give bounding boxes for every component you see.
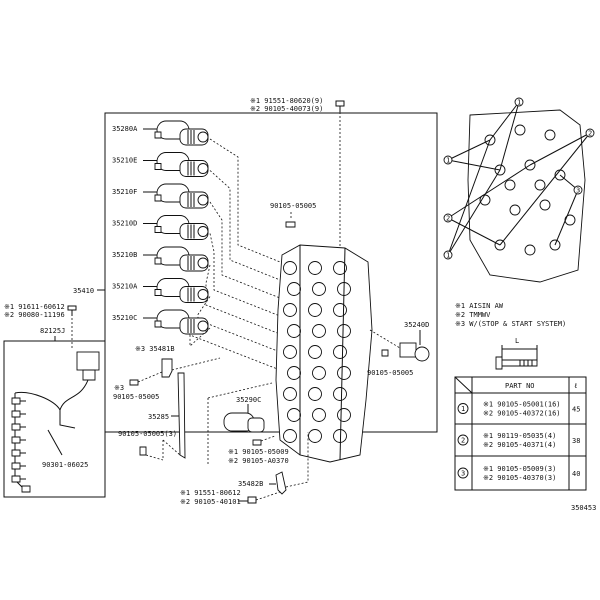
solenoid-35210D[interactable]: [154, 215, 209, 240]
row-ref: 2: [461, 437, 465, 445]
callout-1: [443, 250, 453, 260]
callout-number: 1: [446, 252, 450, 260]
legend-aisin: ※1 AISIN AW: [455, 302, 504, 310]
sensor-bolt[interactable]: [381, 349, 389, 357]
detent-bolt-part-1: ※1 91551-80612: [180, 489, 241, 497]
row-ref: 1: [461, 405, 465, 413]
bolt-dimension-diagram: L: [495, 337, 538, 370]
solenoid-35210C[interactable]: [154, 309, 209, 335]
table-row: 2 ※1 90119-05035(4)※2 90105-40371(4) 38: [457, 432, 580, 449]
row-part-2: ※2 90105-40372(16): [483, 410, 561, 418]
upper-bolt-label: 90105-05005: [270, 202, 316, 210]
callout-number: 2: [588, 130, 592, 138]
row-part-1: ※1 90105-05009(3): [483, 465, 556, 473]
bolt-table: PART NO ℓ 1※1 90105-05001(16)※2 90105-40…: [454, 376, 587, 491]
solenoid-label: 35210F: [112, 188, 137, 196]
harness-frame: [3, 340, 106, 498]
detent-spring-label: 35482B: [238, 480, 263, 488]
sensor-label: 35240D: [404, 321, 429, 329]
lower-solenoid-bolt-part-2: ※2 90105-A0370: [228, 457, 289, 465]
lower-solenoid-bolt-part-1: ※1 90105-05009: [228, 448, 289, 456]
bracket-bolt[interactable]: [129, 379, 139, 386]
top-bolt[interactable]: ※1 91551-80620(9) ※2 90105-40073(9): [250, 97, 345, 255]
table-header-part-no: PART NO: [505, 382, 535, 390]
solenoid-label: 35210B: [112, 251, 137, 259]
callout-number: 1: [446, 157, 450, 165]
legend-stop-start: ※3 W/(STOP & START SYSTEM): [455, 320, 566, 328]
bracket-bolt-part-2: 90105-05005: [113, 393, 159, 401]
solenoid-35210F[interactable]: [154, 183, 209, 209]
plate-bolt[interactable]: [139, 446, 147, 456]
callout-number: 3: [576, 187, 580, 195]
detent-spring[interactable]: [275, 471, 287, 495]
valve-body-label: 35410: [73, 287, 94, 295]
row-length: 40: [572, 470, 580, 478]
harness-bolt-part-1: ※1 91611-60612: [4, 303, 65, 311]
upper-bolt[interactable]: 90105-05005: [270, 202, 316, 228]
callout-2: [585, 128, 595, 138]
valve-body[interactable]: [275, 244, 373, 463]
callout-number: 1: [517, 99, 521, 107]
row-ref: 3: [461, 470, 465, 478]
bracket-label: ※3 35481B: [135, 345, 175, 353]
plate-label: 35285: [148, 413, 169, 421]
top-bolt-part-1: ※1 91551-80620(9): [250, 97, 323, 105]
plate-bolt-label: 90105-05005(3): [118, 430, 177, 438]
table-header-length: ℓ: [574, 382, 577, 390]
table-row: 1 ※1 90105-05001(16)※2 90105-40372(16) 45: [457, 401, 580, 418]
top-bolt-part-2: ※2 90105-40073(9): [250, 105, 323, 113]
solenoid-label: 35210C: [112, 314, 137, 322]
assembly-frame: [104, 112, 438, 433]
detent-plate[interactable]: [177, 372, 186, 459]
solenoid-group: 35280A 35210E 35210F 35210D 35210B 35210A 3521…: [112, 120, 281, 371]
solenoid-35280A[interactable]: [154, 120, 209, 146]
solenoid-35210E[interactable]: [154, 152, 209, 177]
harness-label: 82125J: [40, 327, 65, 335]
solenoid-label: 35210E: [112, 157, 137, 165]
harness-bolt[interactable]: [67, 305, 77, 316]
callout-number: 2: [446, 215, 450, 223]
bracket[interactable]: [161, 358, 173, 378]
harness-clamp-bolt-label: 90301-06025: [42, 461, 88, 469]
row-length: 45: [572, 406, 580, 414]
row-part-1: ※1 90119-05035(4): [483, 432, 556, 440]
row-part-2: ※2 90105-40370(3): [483, 474, 556, 482]
row-part-2: ※2 90105-40371(4): [483, 441, 556, 449]
detent-bolt-part-2: ※2 90105-40101: [180, 498, 241, 506]
lower-solenoid-bolt[interactable]: [252, 439, 262, 446]
table-row: 3 ※1 90105-05009(3)※2 90105-40370(3) 40: [457, 465, 580, 482]
solenoid-35210A[interactable]: [154, 278, 209, 303]
valve-body-overview: 1 1 2 3 1 2: [443, 97, 595, 283]
callout-1: [443, 155, 453, 165]
lower-solenoid-label: 35290C: [236, 396, 261, 404]
detent-bolt[interactable]: [238, 496, 257, 504]
sensor-35240D[interactable]: [399, 342, 430, 362]
bracket-bolt-part-1: ※3: [114, 384, 124, 392]
legend-tmmwv: ※2 TMMWV: [455, 311, 491, 319]
diagram-id: 350453: [571, 504, 596, 512]
solenoid-35290C[interactable]: [223, 412, 265, 433]
solenoid-label: 35210D: [112, 220, 137, 228]
bolt-length-label: L: [515, 337, 519, 345]
solenoid-label: 35280A: [112, 125, 138, 133]
callout-3: [573, 185, 583, 195]
callout-2: [443, 213, 453, 223]
wire-harness[interactable]: [11, 351, 100, 493]
callout-1: [514, 97, 524, 107]
row-part-1: ※1 90105-05001(16): [483, 401, 561, 409]
row-length: 38: [572, 437, 580, 445]
solenoid-label: 35210A: [112, 283, 138, 291]
harness-bolt-part-2: ※2 90080-11196: [4, 311, 65, 319]
sensor-bolt-label: 90105-05005: [367, 369, 413, 377]
solenoid-35210B[interactable]: [154, 246, 209, 272]
